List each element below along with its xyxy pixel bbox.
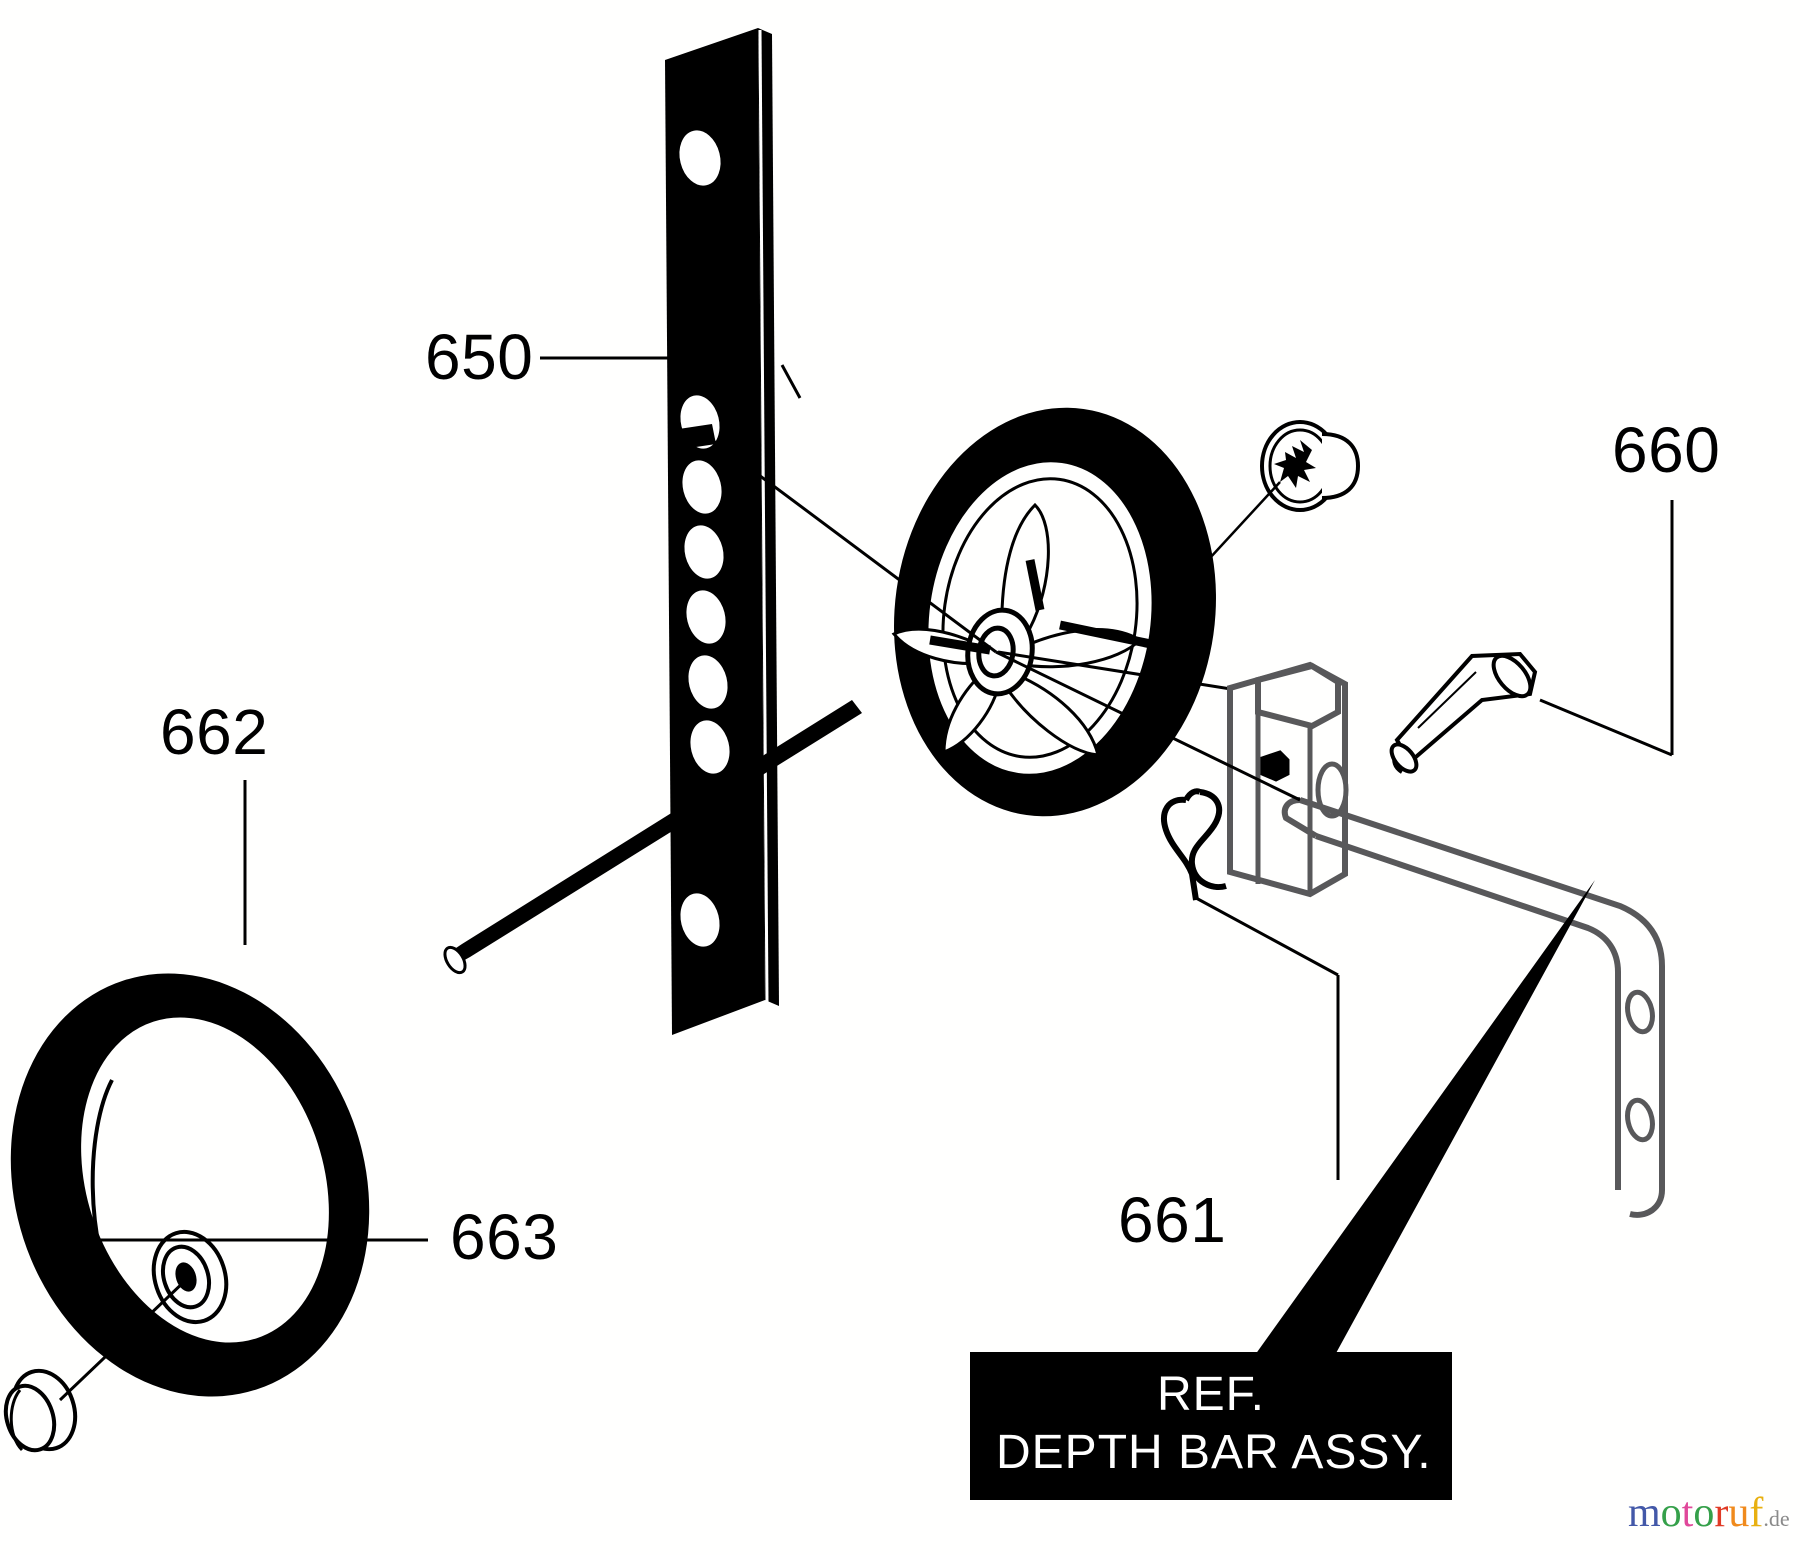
perforated-upright-bar (665, 28, 779, 1035)
watermark-letter-2: t (1681, 1490, 1694, 1536)
callout-661: 661 (1118, 1184, 1227, 1256)
watermark-letter-5: u (1728, 1490, 1750, 1536)
watermark-letter-0: m (1628, 1490, 1661, 1536)
left-wheel-tire (10, 973, 370, 1397)
wheel-axle-rod (443, 424, 862, 975)
ref-pointer (1255, 880, 1595, 1355)
clevis-pin (1389, 651, 1538, 774)
u-channel-bracket (1227, 661, 1349, 898)
ref-depth-bar-box: REF. DEPTH BAR ASSY. (970, 1352, 1452, 1500)
callout-663: 663 (450, 1201, 559, 1273)
ref-line-1: REF. (1156, 1368, 1265, 1421)
ref-line-2: DEPTH BAR ASSY. (996, 1426, 1432, 1479)
watermark-letter-4: r (1714, 1490, 1729, 1536)
watermark-letter-6: f (1749, 1490, 1764, 1536)
callout-662: 662 (160, 696, 269, 768)
callout-650: 650 (425, 321, 534, 393)
callout-660: 660 (1612, 414, 1721, 486)
watermark-suffix: .de (1763, 1506, 1790, 1531)
right-spoked-wheel (891, 407, 1301, 817)
depth-bar-holes (1625, 989, 1655, 1143)
watermark-letter-1: o (1660, 1490, 1682, 1536)
hairpin-cotter-clip (1161, 788, 1227, 901)
depth-bar-rod (1281, 797, 1665, 1218)
phillips-pan-screw (1161, 420, 1361, 611)
watermark-letter-3: o (1693, 1490, 1715, 1536)
leader-lines (38, 356, 1674, 1242)
hub-cap-retainer (3, 1276, 190, 1453)
motoruf-watermark: motoruf.de (1628, 1492, 1790, 1540)
